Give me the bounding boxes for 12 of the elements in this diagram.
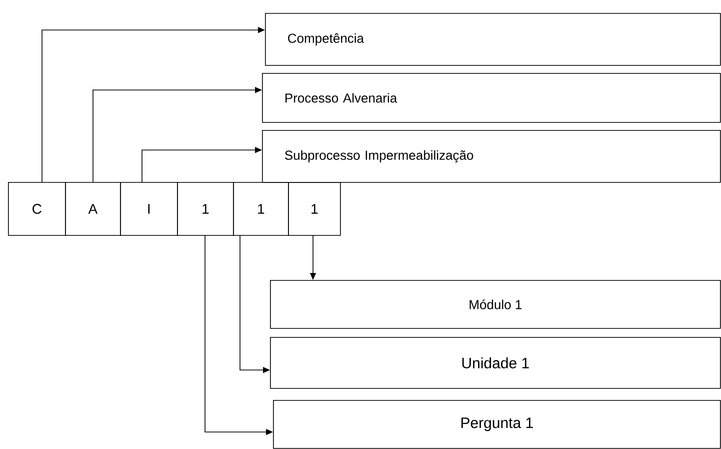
code-cell: 1 [288, 182, 341, 236]
label-box: Subprocesso Impermeabilização [262, 130, 721, 183]
label-box: Pergunta 1 [273, 400, 721, 449]
code-cell: 1 [233, 182, 289, 236]
label-box: Módulo 1 [270, 280, 721, 329]
code-cell: I [120, 182, 178, 236]
code-cell: A [65, 182, 121, 236]
code-cell: C [8, 182, 66, 236]
label-box: Unidade 1 [270, 336, 721, 389]
label-box: Competência [265, 13, 721, 66]
label-box: Processo Alvenaria [262, 73, 721, 123]
code-cell: 1 [177, 182, 234, 236]
